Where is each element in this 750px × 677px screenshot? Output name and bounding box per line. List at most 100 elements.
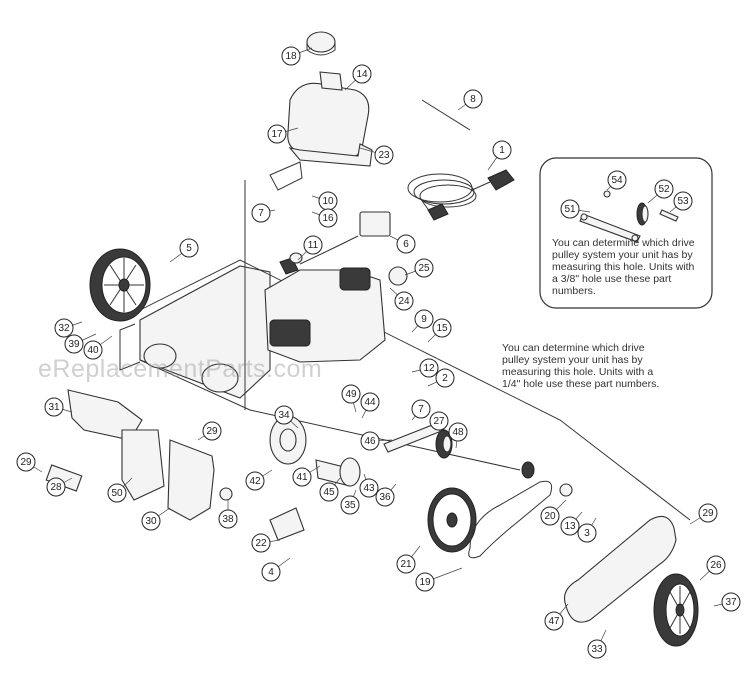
part-number: 46	[364, 436, 376, 447]
part-callout-54: 54	[607, 170, 627, 190]
part-callout-29: 29	[16, 452, 36, 472]
part-number: 9	[421, 314, 427, 325]
part-callout-38: 38	[218, 509, 238, 529]
part-number: 22	[255, 538, 267, 549]
part-number: 3	[584, 528, 590, 539]
part-callout-52: 52	[654, 179, 674, 199]
part-number: 13	[564, 521, 576, 532]
part-number: 15	[436, 323, 448, 334]
part-callout-20: 20	[540, 506, 560, 526]
part-callout-47: 47	[544, 611, 564, 631]
part-callout-15: 15	[432, 318, 452, 338]
part-callout-35: 35	[340, 495, 360, 515]
part-number: 36	[379, 492, 391, 503]
part-callout-7: 7	[411, 399, 431, 419]
engine	[264, 211, 408, 363]
part-number: 47	[548, 616, 560, 627]
part-callout-27: 27	[429, 411, 449, 431]
part-callout-30: 30	[141, 511, 161, 531]
part-callout-41: 41	[292, 467, 312, 487]
bracket	[269, 507, 305, 541]
part-number: 7	[258, 208, 264, 219]
part-number: 16	[322, 213, 334, 224]
part-number: 34	[278, 410, 290, 421]
part-number: 8	[470, 94, 476, 105]
part-number: 17	[271, 129, 283, 140]
part-callout-32: 32	[54, 318, 74, 338]
part-number: 2	[442, 373, 448, 384]
part-callout-19: 19	[415, 572, 435, 592]
left-wheel	[89, 248, 151, 322]
part-callout-10: 10	[318, 191, 338, 211]
part-number: 39	[68, 339, 80, 350]
part-callout-11: 11	[303, 235, 323, 255]
part-callout-34: 34	[274, 405, 294, 425]
part-number: 48	[452, 427, 464, 438]
part-callout-22: 22	[251, 533, 271, 553]
part-callout-14: 14	[352, 64, 372, 84]
part-callout-51: 51	[560, 199, 580, 219]
power-cord	[407, 169, 515, 221]
part-number: 50	[111, 488, 123, 499]
part-callout-37: 37	[721, 592, 741, 612]
part-number: 19	[419, 577, 431, 588]
part-callout-12: 12	[419, 358, 439, 378]
part-callout-7: 7	[251, 203, 271, 223]
part-number: 53	[677, 196, 689, 207]
part-number: 30	[145, 516, 157, 527]
part-number: 35	[344, 500, 356, 511]
part-callout-6: 6	[396, 234, 416, 254]
part-callout-28: 28	[46, 477, 66, 497]
note-3-8-hole: You can determine which drive pulley sys…	[552, 237, 695, 297]
part-callout-31: 31	[44, 397, 64, 417]
part-callout-36: 36	[375, 487, 395, 507]
part-callout-13: 13	[560, 516, 580, 536]
part-number: 32	[58, 323, 70, 334]
part-number: 7	[418, 404, 424, 415]
part-number: 31	[48, 402, 60, 413]
part-number: 43	[363, 483, 375, 494]
part-number: 40	[87, 345, 99, 356]
part-callout-29: 29	[698, 503, 718, 523]
rod	[421, 99, 471, 131]
part-number: 26	[710, 560, 722, 571]
part-number: 51	[564, 204, 576, 215]
part-callout-18: 18	[281, 46, 301, 66]
part-number: 29	[702, 508, 714, 519]
main-frame	[119, 180, 691, 521]
part-number: 27	[433, 416, 445, 427]
part-number: 33	[591, 644, 603, 655]
part-number: 11	[308, 240, 319, 251]
part-number: 6	[403, 239, 409, 250]
part-callout-46: 46	[360, 431, 380, 451]
part-callout-5: 5	[179, 238, 199, 258]
part-number: 44	[364, 397, 376, 408]
part-number: 18	[285, 51, 297, 62]
part-callout-3: 3	[577, 523, 597, 543]
part-number: 10	[322, 196, 334, 207]
part-callout-4: 4	[261, 562, 281, 582]
watermark: eReplacementParts.com	[38, 355, 323, 383]
chute-bracket-assembly	[45, 389, 233, 521]
part-callout-48: 48	[448, 422, 468, 442]
part-callout-43: 43	[359, 478, 379, 498]
part-number: 5	[186, 243, 192, 254]
fuel-tank-assembly	[269, 31, 373, 191]
part-callout-45: 45	[319, 482, 339, 502]
part-number: 41	[296, 472, 308, 483]
part-callout-40: 40	[83, 340, 103, 360]
part-number: 42	[249, 476, 261, 487]
part-callout-50: 50	[107, 483, 127, 503]
part-callout-26: 26	[706, 555, 726, 575]
part-number: 12	[423, 363, 435, 374]
part-number: 52	[658, 184, 670, 195]
part-number: 54	[611, 175, 623, 186]
part-callout-53: 53	[673, 191, 693, 211]
part-callout-17: 17	[267, 124, 287, 144]
part-callout-16: 16	[318, 208, 338, 228]
belt-cover	[563, 515, 677, 623]
drive-belt	[468, 480, 553, 559]
part-number: 23	[378, 150, 390, 161]
part-number: 25	[418, 263, 430, 274]
